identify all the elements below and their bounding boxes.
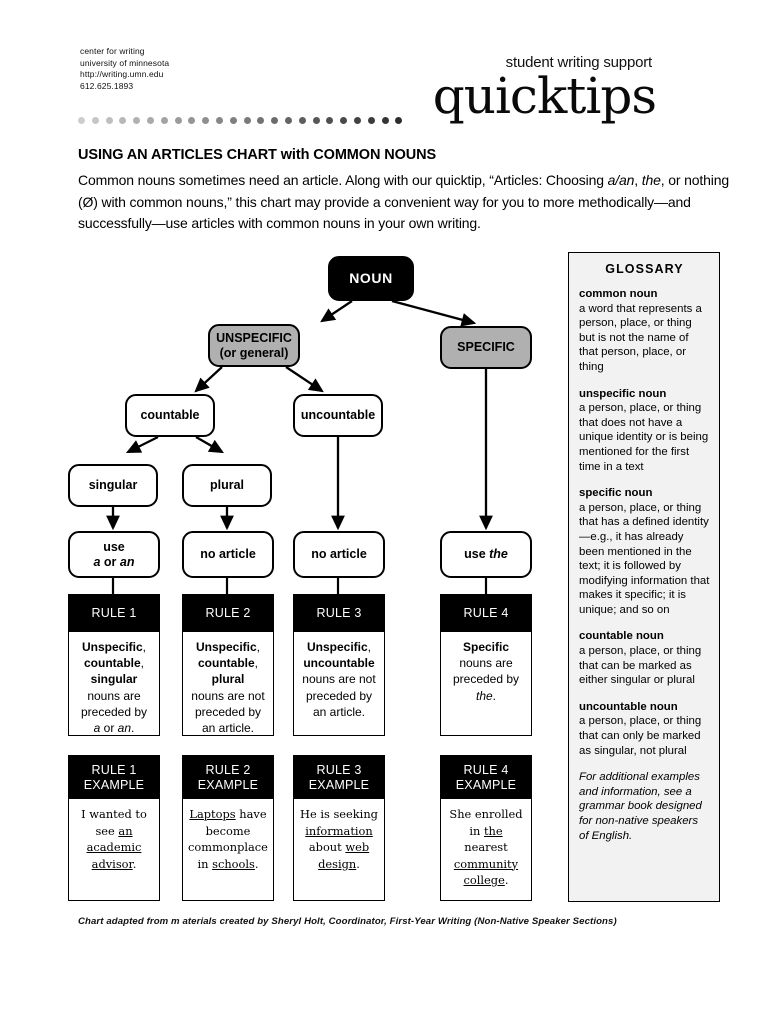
- node-plural-label: plural: [209, 478, 245, 493]
- decorative-dot: [78, 116, 85, 124]
- tagline: student writing support: [505, 54, 653, 71]
- decorative-dot: [215, 116, 223, 124]
- decorative-dot: [202, 116, 210, 124]
- glossary-term: specific noun: [579, 487, 653, 500]
- node-use-the-label: use the: [464, 547, 508, 562]
- attribution-footer: Chart adapted from m aterials created by…: [78, 916, 617, 927]
- node-uncountable: uncountable: [293, 394, 383, 437]
- decorative-dot: [119, 116, 127, 124]
- decorative-dot: [188, 116, 196, 124]
- glossary-definition: a person, place, or thing that has a def…: [579, 501, 710, 616]
- node-no-article-plural: no article: [182, 531, 274, 578]
- decorative-dot: [243, 116, 251, 124]
- decorative-dot: [105, 116, 113, 124]
- glossary-definition: a person, place, or thing that can only …: [579, 715, 702, 757]
- glossary-definition: a person, place, or thing that can be ma…: [579, 645, 702, 687]
- decorative-dot: [340, 116, 348, 124]
- node-use-the: use the: [440, 531, 532, 578]
- decorative-dot: [174, 116, 182, 124]
- node-singular-label: singular: [88, 478, 138, 493]
- rule-card-header: RULE 3: [294, 595, 384, 632]
- glossary-definition: a person, place, or thing that does not …: [579, 402, 709, 473]
- node-uncountable-label: uncountable: [300, 408, 376, 423]
- decorative-dot: [298, 116, 306, 124]
- node-no-article-uncountable-label: no article: [311, 547, 367, 562]
- node-no-article-plural-label: no article: [200, 547, 256, 562]
- node-noun: NOUN: [328, 256, 414, 301]
- node-countable: countable: [125, 394, 215, 437]
- address-line: university of minnesota: [80, 57, 170, 68]
- decorative-dot: [312, 116, 320, 124]
- glossary-term: countable noun: [579, 630, 664, 643]
- decorative-dot: [284, 116, 292, 124]
- decorative-dot: [160, 116, 168, 124]
- address-line: center for writing: [80, 46, 145, 56]
- glossary-note: For additional examples and information,…: [579, 771, 702, 842]
- decorative-dot: [367, 116, 375, 124]
- address-line: 612.625.1893: [80, 80, 134, 91]
- glossary-definition: a word that represents a person, place, …: [579, 302, 702, 373]
- rule-card-header: RULE 1: [69, 595, 159, 632]
- decorative-dot: [229, 116, 237, 124]
- decorative-dot: [146, 116, 154, 124]
- decorative-dot: [326, 116, 334, 124]
- decorative-dot: [381, 116, 389, 124]
- node-plural: plural: [182, 464, 272, 507]
- rule-card-header: RULE 2: [183, 595, 273, 632]
- node-specific: SPECIFIC: [440, 326, 532, 369]
- dot-rule-decoration: [78, 113, 408, 127]
- node-specific-label: SPECIFIC: [457, 340, 515, 355]
- decorative-dot: [257, 116, 265, 124]
- node-noun-label: NOUN: [349, 270, 393, 287]
- node-no-article-uncountable: no article: [293, 531, 385, 578]
- node-singular: singular: [68, 464, 158, 507]
- address-line: http://writing.umn.edu: [80, 69, 164, 80]
- decorative-dot: [133, 116, 141, 124]
- decorative-dot: [91, 116, 99, 124]
- decorative-dot: [395, 116, 403, 124]
- intro-paragraph: Common nouns sometimes need an article. …: [78, 172, 730, 231]
- glossary-entry-list: common noun a word that represents a pers…: [579, 287, 710, 758]
- glossary-title: GLOSSARY: [605, 262, 684, 276]
- rule-card-header: RULE 4: [441, 595, 531, 632]
- glossary-term: common noun: [579, 288, 658, 300]
- node-countable-label: countable: [140, 408, 200, 423]
- quicktips-wordmark: quicktips: [432, 67, 657, 125]
- node-unspecific-label: UNSPECIFIC(or general): [216, 331, 292, 360]
- page-title: USING AN ARTICLES CHART with COMMON NOUN…: [78, 147, 437, 163]
- glossary-term: uncountable noun: [579, 700, 678, 713]
- glossary-term: unspecific noun: [579, 387, 667, 400]
- node-unspecific: UNSPECIFIC(or general): [208, 324, 300, 367]
- glossary-panel: GLOSSARY common noun a word that represen…: [568, 252, 720, 902]
- decorative-dot: [353, 116, 361, 124]
- decorative-dot: [271, 116, 279, 124]
